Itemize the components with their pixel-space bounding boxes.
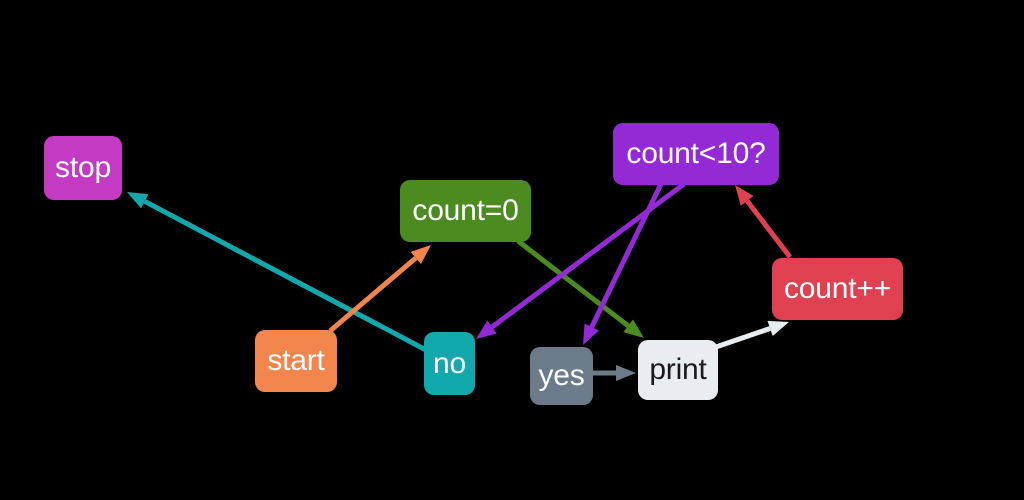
node-print[interactable]: print — [638, 340, 718, 400]
arrowhead-icon — [127, 192, 149, 209]
edge-shaft — [589, 182, 664, 329]
edge-shaft — [745, 199, 792, 259]
node-count-0-label: count=0 — [412, 194, 519, 227]
arrowhead-icon — [476, 320, 497, 339]
arrowhead-icon — [767, 320, 789, 337]
node-no[interactable]: no — [424, 332, 475, 395]
node-stop[interactable]: stop — [44, 136, 122, 200]
edge-print-to-countpp — [715, 320, 789, 350]
node-count-increment[interactable]: count++ — [772, 258, 903, 320]
edge-count0-to-print — [516, 239, 644, 338]
node-yes-label: yes — [538, 359, 585, 392]
node-count-lt-10[interactable]: count<10? — [613, 123, 779, 185]
node-count-increment-label: count++ — [783, 272, 892, 305]
arrowhead-icon — [623, 319, 644, 338]
arrowhead-icon — [583, 323, 599, 345]
edge-no-to-stop — [127, 192, 428, 353]
edge-yes-to-print — [592, 365, 636, 381]
edge-shaft — [516, 239, 630, 328]
edge-countpp-to-countlt10 — [735, 185, 792, 259]
edge-shaft — [715, 326, 771, 350]
edge-shaft — [143, 199, 428, 353]
node-no-label: no — [433, 346, 466, 380]
node-start[interactable]: start — [255, 330, 337, 392]
node-print-label: print — [649, 353, 707, 386]
node-yes[interactable]: yes — [530, 347, 593, 405]
arrowhead-icon — [410, 245, 431, 265]
edge-start-to-count0 — [328, 245, 431, 333]
edge-shaft — [328, 256, 418, 333]
edge-countlt10-to-yes — [583, 182, 664, 345]
node-count-lt-10-label: count<10? — [626, 137, 766, 170]
node-stop-label: stop — [55, 151, 111, 184]
arrowhead-icon — [616, 365, 636, 381]
node-count-0[interactable]: count=0 — [400, 180, 531, 242]
node-start-label: start — [267, 344, 325, 377]
arrowhead-icon — [735, 185, 754, 206]
